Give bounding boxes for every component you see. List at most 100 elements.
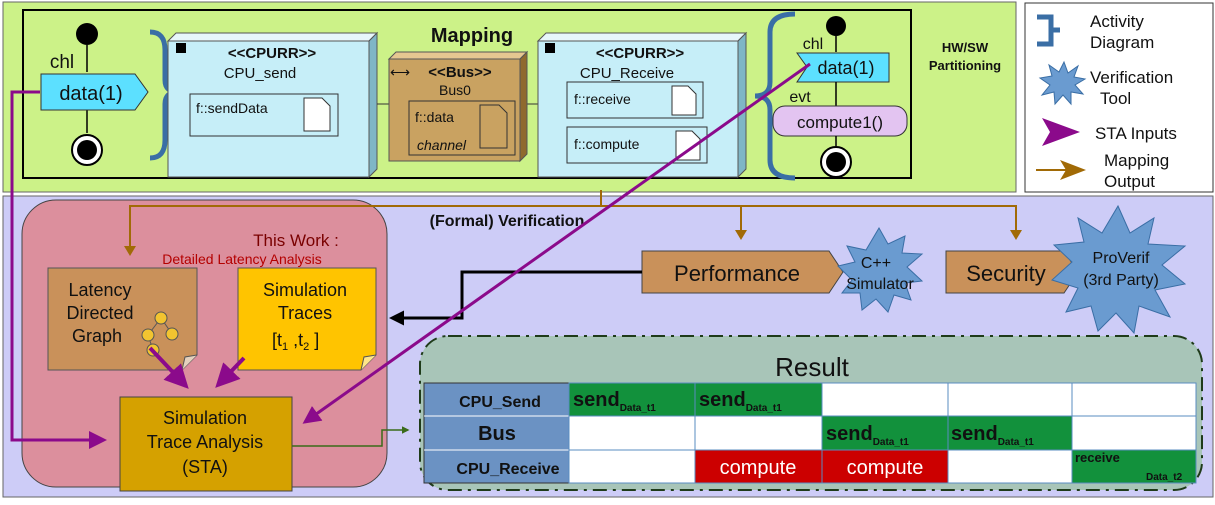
left-end-node: [77, 140, 97, 160]
simulation-traces-line1: Simulation: [263, 280, 347, 300]
cell-compute-label: compute: [847, 457, 924, 479]
row-label-bus: Bus: [478, 423, 516, 445]
mapping-output-icon: [1060, 160, 1086, 180]
sim-traces-sub1: 1: [282, 341, 288, 353]
result-table: CPU_Send Bus CPU_Receive sendData_t1 sen…: [423, 382, 1197, 484]
bus-name: Bus0: [439, 82, 471, 98]
cpp-line2: Simulator: [846, 276, 914, 293]
simulation-traces-line3: [t1 ,t2 ]: [272, 330, 319, 353]
right-compute-label: compute1(): [797, 113, 883, 132]
sta-inputs-icon: [1042, 118, 1080, 146]
cell-send-label: sendData_t1: [573, 389, 656, 414]
legend-verif-line2: Tool: [1100, 89, 1131, 108]
performance-to-traces-arrow: [389, 270, 642, 326]
mapping-arrow-to-latency-graph: [124, 205, 601, 256]
left-data-label: data(1): [59, 83, 122, 105]
cell-compute-col2: [694, 449, 823, 484]
cell-send-label: sendData_t1: [699, 389, 782, 414]
sim-traces-sub2: 2: [303, 341, 309, 353]
right-evt-label: evt: [789, 89, 811, 106]
right-start-node: [826, 16, 846, 36]
cell-receive-sub: Data_t2: [1146, 472, 1183, 483]
cpu-receive-task1-document-icon: [671, 85, 697, 116]
mapping-title: Mapping: [431, 25, 513, 47]
mapping-output-arrows: [124, 190, 1022, 256]
cpu-send-chip-icon: [176, 43, 186, 53]
simulation-traces-line2: Traces: [278, 303, 332, 323]
left-send-signal-shape: [40, 73, 149, 111]
legend-activity-line1: Activity: [1090, 12, 1144, 31]
right-compute-action: [772, 105, 908, 137]
cpu-send-node: <<CPURR>> CPU_send f::sendData: [166, 31, 379, 179]
bus-channel-label: channel: [417, 137, 467, 153]
left-activity-diagram: chl data(1): [40, 23, 179, 166]
cell-compute-label: compute: [720, 457, 797, 479]
cpu-send-task-label: f::sendData: [196, 100, 268, 116]
bus-top-face: [387, 51, 529, 60]
cell-send-row1-col2: [694, 382, 823, 417]
right-activity-diagram: chl data(1) evt compute1(): [754, 11, 908, 181]
cell-empty: [568, 415, 696, 451]
sta-line2: Trace Analysis: [147, 432, 263, 452]
verification-tool-icon: [1038, 60, 1087, 106]
cpu-send-stereotype: <<CPURR>>: [228, 45, 317, 62]
proverif-line2: (3rd Party): [1083, 272, 1159, 289]
cell-empty: [1071, 382, 1197, 417]
cell-send-row2-col3: [821, 415, 949, 451]
cell-empty: [947, 449, 1073, 484]
cell-empty: [568, 449, 696, 484]
left-data-to-sta-arrow: [10, 90, 107, 449]
bus-document-icon: [479, 104, 508, 149]
sta-line1: Simulation: [163, 408, 247, 428]
graph-to-sta-arrow: [148, 346, 189, 389]
cell-compute-col3: [821, 449, 949, 484]
cpu-receive-name: CPU_Receive: [580, 65, 674, 82]
result-row-header-column: [423, 382, 570, 484]
performance-label: Performance: [674, 261, 800, 286]
row-label-cpu-send: CPU_Send: [459, 394, 541, 411]
latency-graph-line1: Latency: [68, 280, 131, 300]
sim-traces-sep: ,t: [288, 330, 303, 350]
cell-receive: [1071, 449, 1197, 484]
cell-empty: [821, 382, 949, 417]
right-end-node: [826, 152, 846, 172]
bus-arrow-icon: ⟷: [390, 64, 410, 80]
bus-node: ⟷ <<Bus>> Bus0 f::data channel: [387, 50, 529, 163]
sta-input-arrows: [10, 62, 811, 449]
latency-graph-line2: Directed: [66, 303, 133, 323]
cpu-send-name: CPU_send: [224, 65, 297, 82]
security-label: Security: [966, 261, 1045, 286]
result-title: Result: [775, 352, 849, 382]
cpu-receive-chip-icon: [545, 43, 555, 53]
simulation-traces-note-fold: [360, 354, 377, 371]
legend-verif-line1: Verification: [1090, 68, 1173, 87]
bus-task-label: f::data: [415, 109, 454, 125]
cpu-receive-top-face: [536, 32, 748, 42]
sim-traces-close: ]: [309, 330, 319, 350]
this-work-subtitle: Detailed Latency Analysis: [162, 251, 322, 267]
sta-box: [119, 396, 293, 492]
cell-receive-label: receive: [1075, 450, 1120, 465]
cell-send-label: sendData_t1: [826, 423, 909, 448]
traces-to-sta-arrow: [215, 356, 246, 388]
cell-empty: [694, 415, 823, 451]
sim-traces-open: [t: [272, 330, 282, 350]
cpp-line1: C++: [861, 255, 891, 272]
cell-empty: [1071, 415, 1197, 451]
this-work-title: This Work :: [253, 231, 339, 250]
legend-sta-label: STA Inputs: [1095, 124, 1177, 143]
legend-mapping-line1: Mapping: [1104, 151, 1169, 170]
right-data-to-sta-arrow: [302, 62, 811, 424]
cpu-receive-node: <<CPURR>> CPU_Receive f::receive f::comp…: [536, 31, 748, 179]
cpu-send-top-face: [166, 32, 379, 42]
right-receive-signal-shape: [796, 52, 890, 83]
legend-activity-line2: Diagram: [1090, 33, 1154, 52]
partition-label-2: Partitioning: [929, 58, 1001, 73]
right-activity-brace: [754, 11, 796, 181]
right-chl-label: chl: [803, 36, 823, 53]
left-chl-label: chl: [50, 52, 74, 73]
cpp-simulator-icon: [837, 226, 924, 313]
right-data-label: data(1): [817, 58, 874, 78]
performance-box: [641, 250, 844, 294]
